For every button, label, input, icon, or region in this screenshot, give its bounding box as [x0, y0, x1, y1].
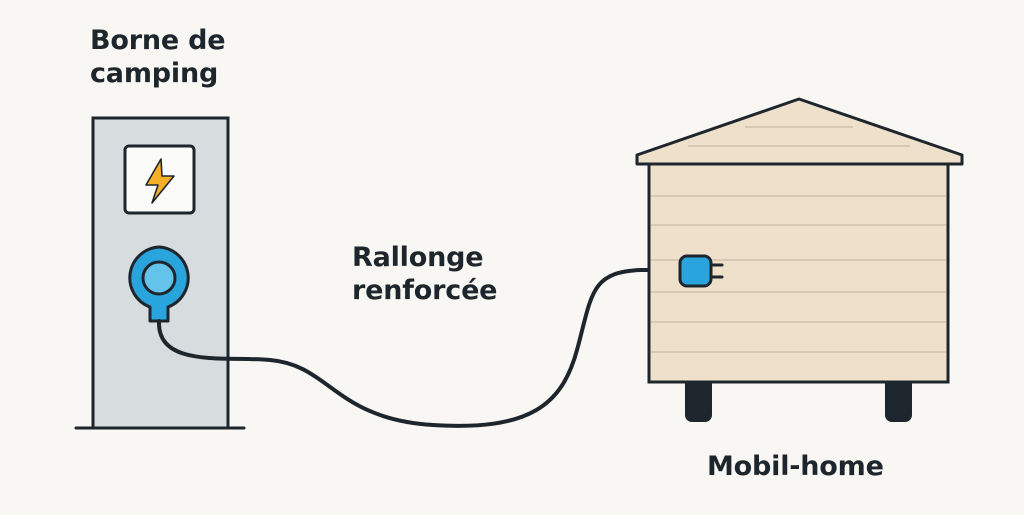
house-roof	[635, 97, 964, 166]
borne-label-line-1: Borne de	[90, 25, 226, 56]
rallonge-label-line-2: renforcée	[352, 275, 498, 306]
borne-label: Borne de camping	[90, 24, 226, 90]
plug-body	[678, 254, 713, 288]
power-socket-icon	[128, 245, 190, 323]
socket-inner	[141, 260, 177, 296]
rallonge-label-line-1: Rallonge	[352, 242, 484, 273]
rallonge-label: Rallonge renforcée	[352, 241, 497, 307]
roof-lines	[688, 126, 910, 147]
extension-cable	[156, 268, 682, 428]
wheel-right	[885, 377, 912, 422]
power-plug-icon	[678, 254, 724, 288]
lightning-bolt-icon	[145, 158, 175, 204]
wheel-left	[685, 377, 712, 422]
camping-bollard	[91, 116, 230, 430]
mobil-home-label: Mobil-home	[707, 451, 884, 482]
borne-label-line-2: camping	[90, 58, 219, 89]
